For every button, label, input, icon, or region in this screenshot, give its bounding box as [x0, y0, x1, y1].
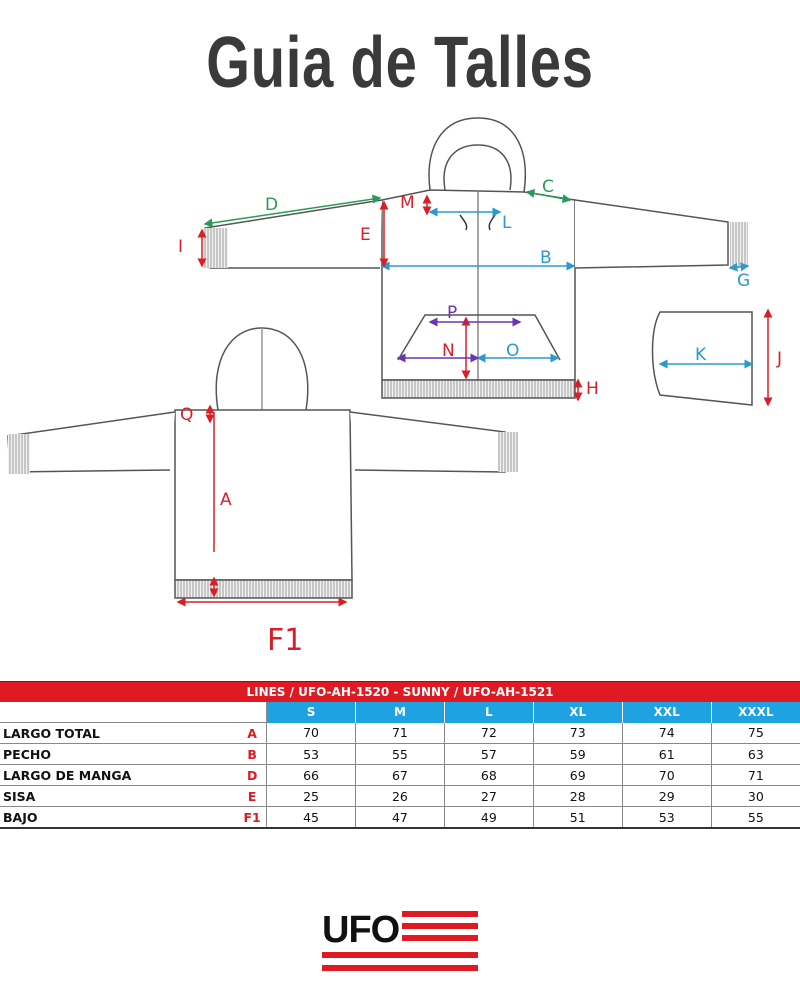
cell: 53	[622, 806, 712, 829]
cell: 51	[533, 806, 623, 829]
row-code: E	[238, 785, 268, 807]
label-D: D	[265, 195, 278, 215]
label-F1: F1	[267, 623, 303, 655]
cell: 70	[266, 722, 356, 744]
label-B: B	[540, 248, 552, 268]
row-code: F1	[238, 806, 268, 829]
cell: 75	[711, 722, 800, 744]
cell: 71	[711, 764, 800, 786]
hood-detail	[651, 311, 753, 406]
measure-D	[203, 194, 382, 228]
label-H: H	[586, 379, 599, 399]
cell: 49	[444, 806, 534, 829]
cell: 67	[355, 764, 445, 786]
measure-G	[728, 262, 750, 272]
size-col-m: M	[354, 702, 445, 723]
label-N: N	[442, 341, 455, 361]
cell: 69	[533, 764, 623, 786]
row-code: D	[238, 764, 268, 786]
label-K: K	[695, 345, 707, 365]
label-P: P	[447, 303, 457, 323]
logo-stripe	[402, 923, 478, 929]
label-M: M	[400, 193, 415, 213]
cell: 63	[711, 743, 800, 765]
label-G: G	[737, 271, 750, 291]
size-col-xxl: XXL	[621, 702, 712, 723]
size-col-xxxl: XXXL	[710, 702, 800, 723]
cell: 73	[533, 722, 623, 744]
cell: 53	[266, 743, 356, 765]
row-name: LARGO TOTAL	[0, 722, 239, 744]
measure-C	[525, 188, 572, 204]
row-code: A	[238, 722, 268, 744]
size-table: LINES / UFO-AH-1520 - SUNNY / UFO-AH-152…	[0, 681, 800, 829]
cell: 70	[622, 764, 712, 786]
cell: 25	[266, 785, 356, 807]
logo-stripe	[322, 965, 478, 971]
logo-stripe	[322, 952, 478, 958]
table-row: PECHO B 53 55 57 59 61 63	[0, 743, 800, 765]
cell: 68	[444, 764, 534, 786]
cell: 26	[355, 785, 445, 807]
cell: 57	[444, 743, 534, 765]
row-name: PECHO	[0, 743, 239, 765]
size-col-xl: XL	[532, 702, 623, 723]
row-name: LARGO DE MANGA	[0, 764, 239, 786]
label-I: I	[178, 237, 183, 257]
cell: 27	[444, 785, 534, 807]
size-col-l: L	[443, 702, 534, 723]
label-L: L	[502, 213, 512, 233]
size-header-blank	[0, 702, 268, 723]
cell: 29	[622, 785, 712, 807]
cell: 72	[444, 722, 534, 744]
logo-stripe	[402, 911, 478, 917]
hoodie-measurement-diagram: D C M L E I B G P N O H K J Q A F1	[7, 117, 782, 655]
label-J: J	[776, 349, 782, 369]
cell: 55	[355, 743, 445, 765]
label-O: O	[506, 341, 519, 361]
cell: 45	[266, 806, 356, 829]
cell: 74	[622, 722, 712, 744]
row-name: SISA	[0, 785, 239, 807]
row-name: BAJO	[0, 806, 239, 829]
label-E: E	[360, 225, 371, 245]
cell: 47	[355, 806, 445, 829]
page-title: Guia de Talles	[206, 23, 594, 103]
size-col-s: S	[266, 702, 356, 723]
cell: 55	[711, 806, 800, 829]
cell: 59	[533, 743, 623, 765]
cell: 66	[266, 764, 356, 786]
table-row: LARGO DE MANGA D 66 67 68 69 70 71	[0, 764, 800, 786]
cell: 71	[355, 722, 445, 744]
label-C: C	[542, 177, 554, 197]
table-row: SISA E 25 26 27 28 29 30	[0, 785, 800, 807]
ufo-logo: UFO	[322, 909, 478, 973]
label-A: A	[220, 490, 232, 510]
cell: 61	[622, 743, 712, 765]
logo-text: UFO	[322, 909, 400, 951]
label-Q: Q	[180, 405, 193, 425]
table-header: LINES / UFO-AH-1520 - SUNNY / UFO-AH-152…	[0, 681, 800, 702]
row-code: B	[238, 743, 268, 765]
cell: 30	[711, 785, 800, 807]
logo-stripe	[402, 935, 478, 941]
table-row: BAJO F1 45 47 49 51 53 55	[0, 806, 800, 829]
cell: 28	[533, 785, 623, 807]
table-row: LARGO TOTAL A 70 71 72 73 74 75	[0, 722, 800, 744]
